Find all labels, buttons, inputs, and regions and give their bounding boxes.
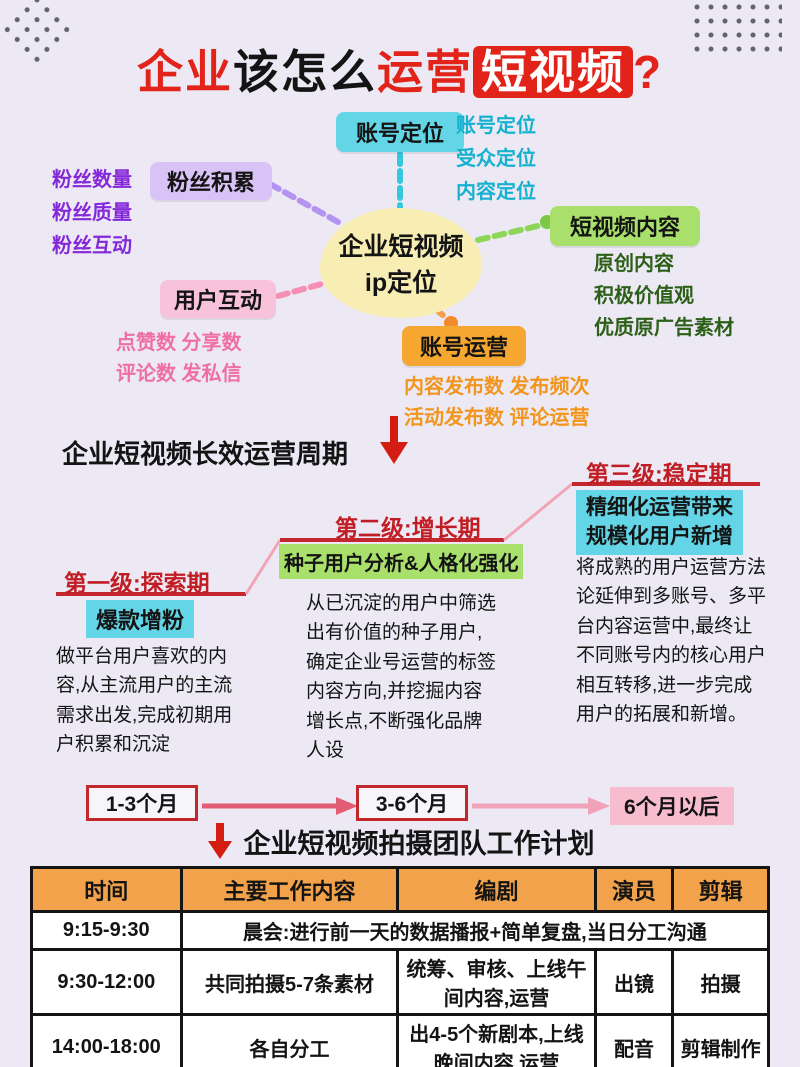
page-title: 企业该怎么运营短视频? bbox=[0, 36, 800, 102]
stage1-title: 第一级:探索期 bbox=[64, 570, 210, 596]
timeline-label-1-3-months: 1-3个月 bbox=[86, 785, 198, 821]
center-node-line1: 企业短视频 bbox=[338, 233, 464, 261]
title-part-4-highlighted: 短视频 bbox=[472, 46, 633, 98]
mindmap-subitem: 粉丝互动 bbox=[52, 235, 132, 257]
timeline-label-3-6-months: 3-6个月 bbox=[356, 785, 468, 821]
stage2-description: 从已沉淀的用户中筛选出有价值的种子用户,确定企业号运营的标签内容方向,并挖掘内容… bbox=[306, 593, 497, 762]
timeline-label-after-6-months: 6个月以后 bbox=[610, 787, 734, 825]
stage3-description: 将成熟的用户运营方法论延伸到多账号、多平台内容运营中,最终让不同账号内的核心用户… bbox=[576, 557, 767, 726]
cell-scriptwriter: 出4-5个新剧本,上线晚间内容,运营 bbox=[396, 1013, 597, 1067]
video-content-items: 原创内容 积极价值观 优质原广告素材 bbox=[594, 248, 734, 344]
header-editing: 剪辑 bbox=[671, 866, 770, 913]
cell-actor: 出镜 bbox=[593, 948, 675, 1016]
mindmap-subitem: 评论数 发私信 bbox=[116, 363, 242, 385]
mindmap-subitem: 受众定位 bbox=[456, 148, 536, 170]
stage1-highlight: 爆款增粉 bbox=[86, 600, 195, 638]
stage2-highlight: 种子用户分析&人格化强化 bbox=[279, 544, 524, 579]
title-part-3: 运营 bbox=[376, 46, 473, 98]
mindmap-subitem: 原创内容 bbox=[594, 253, 674, 275]
user-interaction-items: 点赞数 分享数 评论数 发私信 bbox=[116, 328, 242, 390]
title-part-2: 该怎么 bbox=[232, 46, 377, 98]
title-question-mark: ? bbox=[632, 46, 664, 98]
down-arrow-icon bbox=[380, 416, 408, 464]
cell-time: 9:30-12:00 bbox=[30, 948, 183, 1016]
node-fan-accumulation: 粉丝积累 bbox=[150, 162, 272, 200]
mindmap-subitem: 点赞数 分享数 bbox=[116, 332, 242, 354]
cycle-section-heading: 企业短视频长效运营周期 bbox=[62, 439, 349, 469]
cell-editing: 剪辑制作 bbox=[671, 1013, 770, 1067]
cell-time: 14:00-18:00 bbox=[30, 1013, 183, 1067]
header-scriptwriter: 编剧 bbox=[396, 866, 597, 913]
cell-time: 9:15-9:30 bbox=[30, 910, 183, 951]
node-video-content: 短视频内容 bbox=[550, 206, 700, 246]
account-positioning-items: 账号定位 受众定位 内容定位 bbox=[456, 110, 536, 209]
mindmap-subitem: 账号定位 bbox=[456, 115, 536, 137]
stage2-title: 第二级:增长期 bbox=[335, 515, 481, 541]
account-operation-items: 内容发布数 发布频次 活动发布数 评论运营 bbox=[404, 372, 590, 434]
mindmap-subitem: 粉丝数量 bbox=[52, 169, 132, 191]
cell-morning-meeting: 晨会:进行前一天的数据播报+简单复盘,当日分工沟通 bbox=[179, 910, 771, 951]
mindmap-subitem: 内容定位 bbox=[456, 181, 536, 203]
node-account-positioning: 账号定位 bbox=[336, 112, 464, 152]
dot-pattern-decoration-right bbox=[690, 0, 782, 54]
mindmap-subitem: 积极价值观 bbox=[594, 285, 694, 307]
header-time: 时间 bbox=[30, 866, 183, 913]
table-header-row: 时间 主要工作内容 编剧 演员 剪辑 bbox=[30, 866, 770, 913]
mindmap-subitem: 优质原广告素材 bbox=[594, 317, 734, 339]
stage1-2-connector bbox=[244, 539, 282, 595]
cell-editing: 拍摄 bbox=[671, 948, 770, 1016]
down-arrow-icon bbox=[207, 822, 232, 859]
right-arrow-icon bbox=[202, 797, 358, 815]
mindmap: 企业短视频 ip定位 账号定位 账号定位 受众定位 内容定位 粉丝积累 粉丝数量… bbox=[0, 100, 800, 440]
mindmap-subitem: 内容发布数 发布频次 bbox=[404, 376, 590, 398]
mindmap-subitem: 活动发布数 评论运营 bbox=[404, 407, 590, 429]
work-plan-table: 时间 主要工作内容 编剧 演员 剪辑 9:15-9:30 晨会:进行前一天的数据… bbox=[30, 866, 771, 1067]
center-node-line2: ip定位 bbox=[364, 269, 438, 297]
table-row: 9:30-12:00 共同拍摄5-7条素材 统筹、审核、上线午间内容,运营 出镜… bbox=[30, 948, 770, 1016]
fan-accumulation-items: 粉丝数量 粉丝质量 粉丝互动 bbox=[52, 164, 132, 263]
header-main-work: 主要工作内容 bbox=[179, 866, 400, 913]
header-actor: 演员 bbox=[593, 866, 675, 913]
plan-section-heading: 企业短视频拍摄团队工作计划 bbox=[243, 829, 595, 859]
table-row: 14:00-18:00 各自分工 出4-5个新剧本,上线晚间内容,运营 配音 剪… bbox=[30, 1013, 770, 1067]
cell-main-work: 共同拍摄5-7条素材 bbox=[179, 948, 400, 1016]
cell-actor: 配音 bbox=[593, 1013, 675, 1067]
stage3-highlight: 精细化运营带来 规模化用户新增 bbox=[576, 490, 743, 555]
title-part-1: 企业 bbox=[136, 46, 233, 98]
mindmap-subitem: 粉丝质量 bbox=[52, 202, 132, 224]
stage1-description: 做平台用户喜欢的内容,从主流用户的主流需求出发,完成初期用户积累和沉淀 bbox=[56, 646, 233, 756]
stage-staircase-lines bbox=[56, 482, 760, 596]
connector-fan-accumulation bbox=[267, 181, 341, 225]
cell-scriptwriter: 统筹、审核、上线午间内容,运营 bbox=[396, 948, 597, 1016]
stage3-title: 第三级:稳定期 bbox=[586, 461, 732, 487]
node-user-interaction: 用户互动 bbox=[160, 280, 276, 318]
mindmap-center-node: 企业短视频 ip定位 bbox=[320, 208, 482, 318]
table-row: 9:15-9:30 晨会:进行前一天的数据播报+简单复盘,当日分工沟通 bbox=[30, 910, 771, 951]
connector-video-content bbox=[475, 222, 545, 243]
right-arrow-icon bbox=[472, 797, 610, 815]
plan-section-heading-row: 企业短视频拍摄团队工作计划 bbox=[0, 822, 800, 861]
cell-main-work: 各自分工 bbox=[179, 1013, 400, 1067]
stage2-3-connector bbox=[503, 482, 573, 542]
node-account-operation: 账号运营 bbox=[402, 326, 526, 366]
